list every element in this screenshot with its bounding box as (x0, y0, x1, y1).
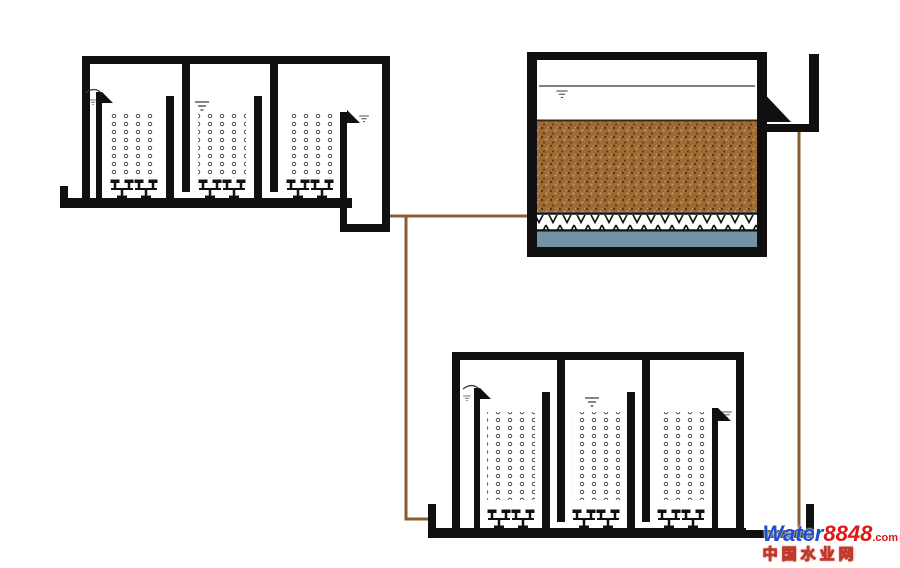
effluent-channel-floor (767, 124, 819, 132)
aeration-tank-upper (60, 56, 390, 232)
wall-segment (428, 504, 436, 538)
baffle-hanging (557, 356, 565, 522)
water-surface-mark (88, 99, 98, 105)
baffle-hanging (642, 356, 650, 522)
tank-walls (527, 52, 819, 257)
logo-brand-tld: .com (872, 532, 898, 544)
inlet-weir-wall (474, 388, 480, 528)
wall-segment (60, 186, 68, 208)
logo-brand-number: 8848 (823, 521, 873, 546)
wall-segment (452, 352, 744, 360)
bubble-column-group (110, 114, 158, 178)
baffle-standing (542, 392, 550, 528)
bubble-column-group (198, 114, 246, 178)
bubble-fields (110, 114, 334, 178)
wall-segment (60, 198, 352, 208)
diffuser-icon (134, 179, 158, 198)
water-surface-mark (462, 395, 472, 401)
diffuser-icon (222, 179, 246, 198)
diffuser-icon (286, 179, 310, 198)
wall-segment (527, 52, 767, 60)
inlet-flow-curve (84, 88, 102, 94)
water-surface-mark (555, 90, 569, 98)
outlet-box-floor (744, 530, 814, 538)
effluent-channel-wall (809, 54, 819, 132)
air-diffusers (487, 509, 705, 528)
air-diffusers (110, 179, 334, 198)
diffuser-icon (572, 509, 596, 528)
wall-segment (452, 352, 460, 538)
logo-tagline: 中国水业网 (762, 546, 858, 563)
baffle-hanging (270, 60, 278, 192)
logo-brand-primary: Water (762, 521, 824, 546)
pipe-junction-to-lower-tank (404, 216, 436, 521)
diffuser-icon (681, 509, 705, 528)
wall-segment (428, 528, 746, 538)
aeration-tank-lower (428, 352, 814, 538)
inlet-flow-curve (462, 384, 480, 390)
baffle-standing (166, 96, 174, 198)
wall-segment (382, 56, 390, 232)
media-filter-tank (527, 52, 819, 257)
diffuser-icon (310, 179, 334, 198)
bubble-column-group (657, 412, 705, 500)
inlet-weir-wall (96, 92, 102, 198)
effluent-spout (757, 86, 791, 122)
logo-wordmark: Water8848.com (763, 523, 898, 545)
diffuser-icon (487, 509, 511, 528)
inlet-spout (102, 92, 113, 103)
water-surface-mark (358, 115, 370, 123)
outlet-box-lip (806, 504, 814, 538)
wall-segment (82, 56, 90, 208)
outlet-weir-wall (712, 408, 718, 538)
wall-segment (527, 247, 767, 257)
bubble-column-group (487, 412, 535, 500)
wall-segment (82, 56, 390, 64)
diffuser-icon (511, 509, 535, 528)
bubble-fields (487, 412, 705, 500)
tank-walls (60, 56, 390, 232)
baffle-standing (627, 392, 635, 528)
outlet-spout (347, 110, 360, 123)
underdrain-nozzle-layer (537, 215, 757, 230)
watermark-logo: Water8848.com 中国水业网 (762, 523, 898, 563)
wall-segment (736, 352, 744, 538)
baffle-hanging (182, 60, 190, 192)
wall-segment (527, 52, 537, 257)
filter-media-texture (537, 120, 757, 212)
baffle-standing (254, 96, 262, 198)
diffuser-icon (110, 179, 134, 198)
inlet-spout (480, 388, 491, 399)
diffuser-icon (596, 509, 620, 528)
water-surface-mark (584, 397, 600, 407)
tank-walls (428, 352, 814, 538)
bubble-column-group (286, 114, 334, 178)
diffuser-icon (198, 179, 222, 198)
outlet-weir-wall (340, 112, 347, 232)
water-surface-mark (194, 101, 210, 111)
bubble-column-group (572, 412, 620, 500)
clear-water-layer (537, 232, 757, 247)
wall-segment (757, 52, 767, 257)
process-piping (388, 130, 801, 533)
diffuser-icon (657, 509, 681, 528)
outlet-channel-floor (340, 224, 390, 232)
